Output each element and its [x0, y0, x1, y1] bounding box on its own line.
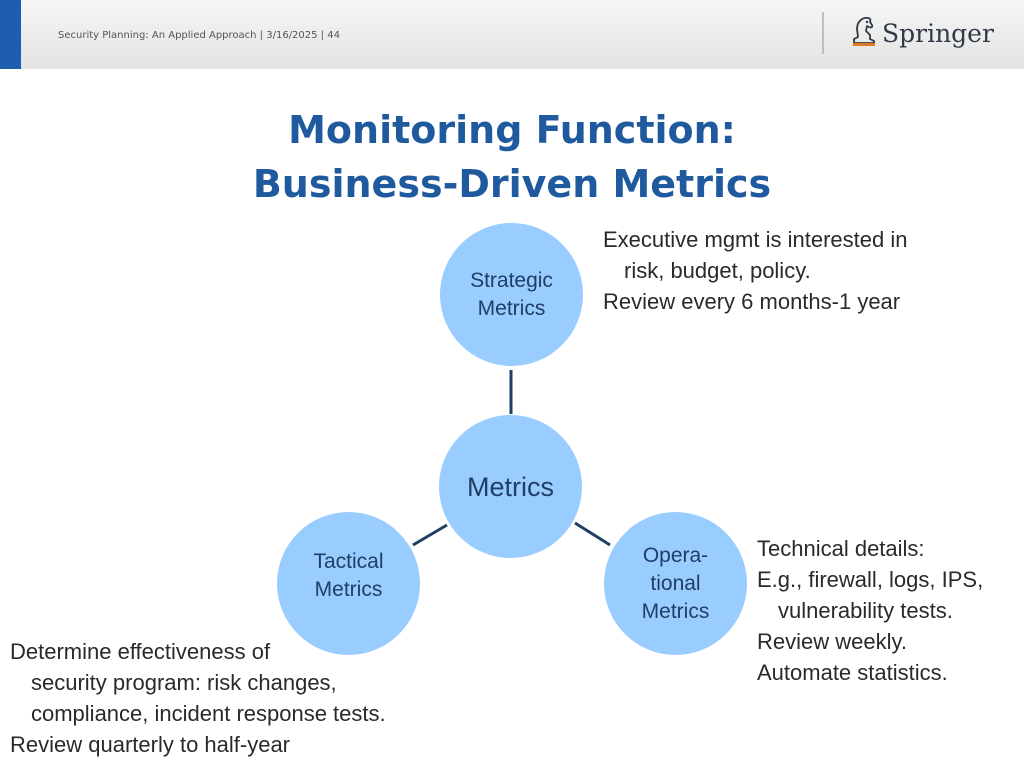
tactical-note: Determine effectiveness of security prog…: [10, 636, 386, 760]
strategic-metrics-node: Strategic Metrics: [440, 223, 583, 366]
springer-logo-text: Springer: [882, 18, 994, 48]
operational-metrics-node: Opera- tional Metrics: [604, 512, 747, 655]
operational-note-line-5: Automate statistics.: [757, 660, 948, 685]
operational-node-line-3: Metrics: [641, 599, 710, 623]
header-accent-bar: [0, 0, 21, 69]
slide-title: Monitoring Function: Business-Driven Met…: [0, 103, 1024, 211]
tactical-note-line-4: Review quarterly to half-year: [10, 732, 291, 757]
tactical-metrics-node: Tactical Metrics: [277, 512, 420, 655]
header-footer-text: Security Planning: An Applied Approach |…: [58, 30, 340, 41]
connector-tactical: [412, 523, 448, 547]
operational-note-line-2: E.g., firewall, logs, IPS,: [757, 567, 984, 592]
tactical-node-line-2: Metrics: [314, 577, 383, 601]
strategic-note-line-1: Executive mgmt is interested in: [603, 227, 908, 252]
springer-logo: Springer: [848, 12, 994, 54]
metrics-center-node: Metrics: [439, 415, 582, 558]
slide-header: Security Planning: An Applied Approach |…: [0, 0, 1024, 69]
title-line-2: Business-Driven Metrics: [252, 162, 772, 206]
tactical-node-line-1: Tactical: [313, 549, 384, 573]
operational-node-line-2: tional: [650, 571, 701, 595]
connector-operational: [574, 521, 611, 547]
strategic-note-line-3: Review every 6 months-1 year: [603, 289, 901, 314]
operational-note-line-4: Review weekly.: [757, 629, 907, 654]
strategic-node-line-1: Strategic: [470, 268, 553, 292]
springer-horse-icon: [848, 13, 878, 54]
strategic-note: Executive mgmt is interested in risk, bu…: [603, 224, 907, 317]
center-node-label: Metrics: [467, 471, 554, 502]
tactical-note-line-2: security program: risk changes,: [31, 670, 337, 695]
operational-note-line-1: Technical details:: [757, 536, 925, 561]
operational-note: Technical details: E.g., firewall, logs,…: [757, 533, 983, 688]
header-divider: [822, 12, 824, 54]
strategic-node-line-2: Metrics: [477, 296, 546, 320]
tactical-note-line-3: compliance, incident response tests.: [31, 701, 386, 726]
operational-note-line-3: vulnerability tests.: [778, 598, 953, 623]
operational-node-line-1: Opera-: [642, 543, 709, 567]
strategic-note-line-2: risk, budget, policy.: [624, 258, 811, 283]
tactical-note-line-1: Determine effectiveness of: [10, 639, 271, 664]
title-line-1: Monitoring Function:: [288, 108, 736, 152]
